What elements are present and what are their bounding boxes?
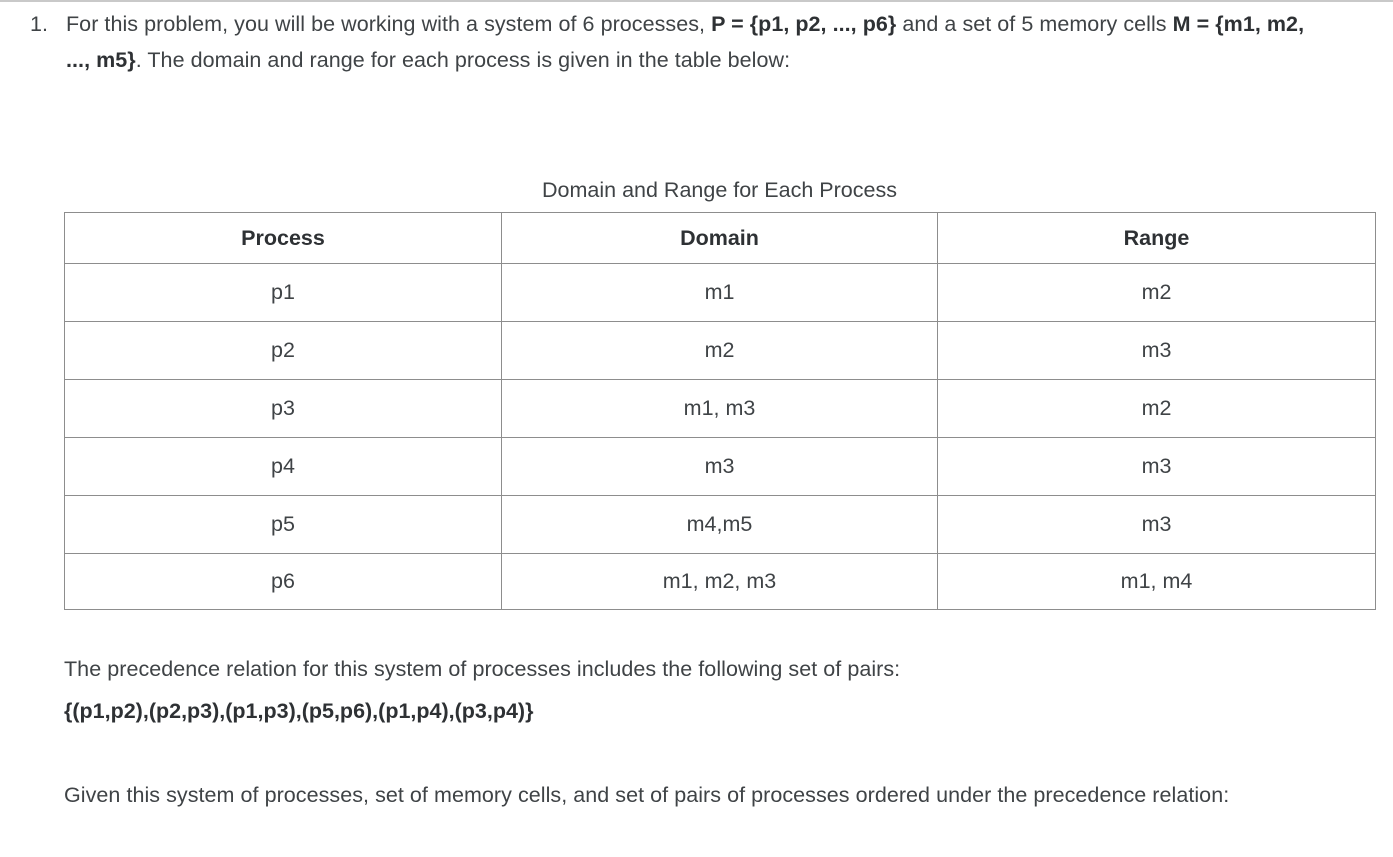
table-row: p1 m1 m2 bbox=[64, 263, 1376, 322]
domain-range-table: Process Domain Range p1 m1 m2 p2 m2 m3 p… bbox=[64, 212, 1376, 610]
cell-process: p3 bbox=[64, 379, 502, 438]
cell-process: p1 bbox=[64, 263, 502, 322]
memory-set-notation: M = {m1, m2, ..., m5} bbox=[66, 12, 1305, 72]
table-row: p5 m4,m5 m3 bbox=[64, 495, 1376, 554]
precedence-intro-paragraph: The precedence relation for this system … bbox=[64, 657, 901, 681]
cell-domain: m3 bbox=[501, 437, 938, 496]
problem-row: 1. For this problem, you will be working… bbox=[30, 6, 1330, 78]
cell-process: p2 bbox=[64, 321, 502, 380]
column-header-domain: Domain bbox=[501, 212, 938, 264]
cell-process: p4 bbox=[64, 437, 502, 496]
table-row: p4 m3 m3 bbox=[64, 437, 1376, 496]
problem-line1-pre: For this problem, you will be working wi… bbox=[66, 12, 712, 36]
cell-domain: m1 bbox=[501, 263, 938, 322]
cell-domain: m1, m3 bbox=[501, 379, 938, 438]
process-set-notation: P = {p1, p2, ..., p6} bbox=[711, 12, 897, 36]
problem-line1-post: and a set of 5 memory cells bbox=[896, 12, 1173, 36]
table-header-row: Process Domain Range bbox=[64, 212, 1376, 264]
table-row: p6 m1, m2, m3 m1, m4 bbox=[64, 553, 1376, 610]
cell-range: m3 bbox=[937, 321, 1376, 380]
cell-range: m1, m4 bbox=[937, 553, 1376, 610]
problem-text: For this problem, you will be working wi… bbox=[66, 6, 1330, 78]
cell-range: m2 bbox=[937, 263, 1376, 322]
cell-process: p5 bbox=[64, 495, 502, 554]
table-header: Process Domain Range bbox=[64, 212, 1376, 264]
table-body: p1 m1 m2 p2 m2 m3 p3 m1, m3 m2 p4 m3 m3 … bbox=[64, 263, 1376, 610]
cell-domain: m2 bbox=[501, 321, 938, 380]
table-row: p2 m2 m3 bbox=[64, 321, 1376, 380]
precedence-pairs-set: {(p1,p2),(p2,p3),(p1,p3),(p5,p6),(p1,p4)… bbox=[64, 699, 534, 723]
cell-domain: m1, m2, m3 bbox=[501, 553, 938, 610]
cell-domain: m4,m5 bbox=[501, 495, 938, 554]
table-row: p3 m1, m3 m2 bbox=[64, 379, 1376, 438]
cell-range: m2 bbox=[937, 379, 1376, 438]
column-header-range: Range bbox=[937, 212, 1376, 264]
problem-number: 1. bbox=[30, 12, 49, 36]
cell-range: m3 bbox=[937, 437, 1376, 496]
cell-range: m3 bbox=[937, 495, 1376, 554]
page-top-rule bbox=[0, 0, 1393, 2]
cell-process: p6 bbox=[64, 553, 502, 610]
column-header-process: Process bbox=[64, 212, 502, 264]
table-caption: Domain and Range for Each Process bbox=[542, 178, 897, 202]
given-system-paragraph: Given this system of processes, set of m… bbox=[64, 783, 1230, 807]
problem-line2-post: . The domain and range for each process … bbox=[135, 48, 791, 72]
problem-statement: 1. For this problem, you will be working… bbox=[30, 6, 1330, 78]
